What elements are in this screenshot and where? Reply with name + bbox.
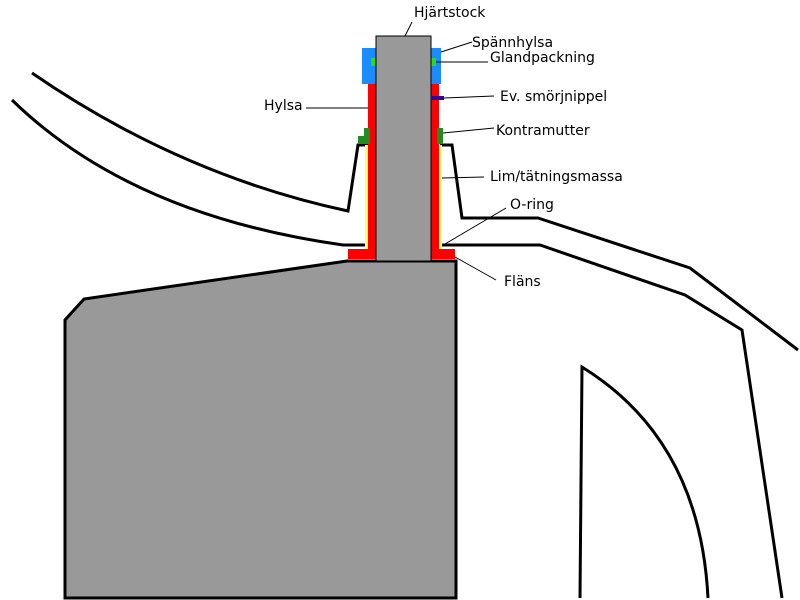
label-glandpackning: Glandpackning [490, 50, 595, 66]
hull-outer-line-right [440, 143, 799, 352]
hull-inner-line-right [440, 243, 784, 599]
gland-packing-left [371, 58, 376, 66]
sleeve-right [431, 54, 439, 250]
rudder-blade [63, 259, 458, 600]
label-hjartstock: Hjärtstock [414, 5, 486, 21]
label-flans: Fläns [504, 274, 541, 290]
leader-spannhylsa [440, 41, 473, 53]
rudder-stock [375, 35, 432, 262]
leader-hjartstock [404, 21, 413, 37]
gland-packing-right [431, 58, 436, 66]
sealant-right [439, 145, 442, 249]
leader-oring [444, 207, 507, 245]
label-smorjnippel: Ev. smörjnippel [500, 89, 607, 105]
label-oring: O-ring [510, 197, 554, 213]
skeg-outline [578, 364, 710, 599]
lock-nut-right [437, 128, 443, 144]
clamp-sleeve-left [362, 48, 376, 84]
leader-flans [454, 256, 497, 281]
label-kontramutter: Kontramutter [496, 123, 590, 139]
sealant-left [365, 145, 368, 249]
label-spannhylsa: Spännhylsa [472, 35, 553, 51]
hull-outer-line [31, 71, 370, 213]
lock-nut-left-base [358, 136, 370, 144]
label-hylsa: Hylsa [264, 98, 303, 114]
label-lim: Lim/tätningsmassa [490, 169, 623, 185]
grease-nipple-icon [432, 96, 444, 100]
leader-lim [441, 176, 485, 179]
leader-smorjnippel [443, 95, 495, 99]
hull-inner-line [10, 98, 370, 247]
sleeve-left [368, 54, 376, 250]
leader-kontramutter [442, 127, 495, 134]
